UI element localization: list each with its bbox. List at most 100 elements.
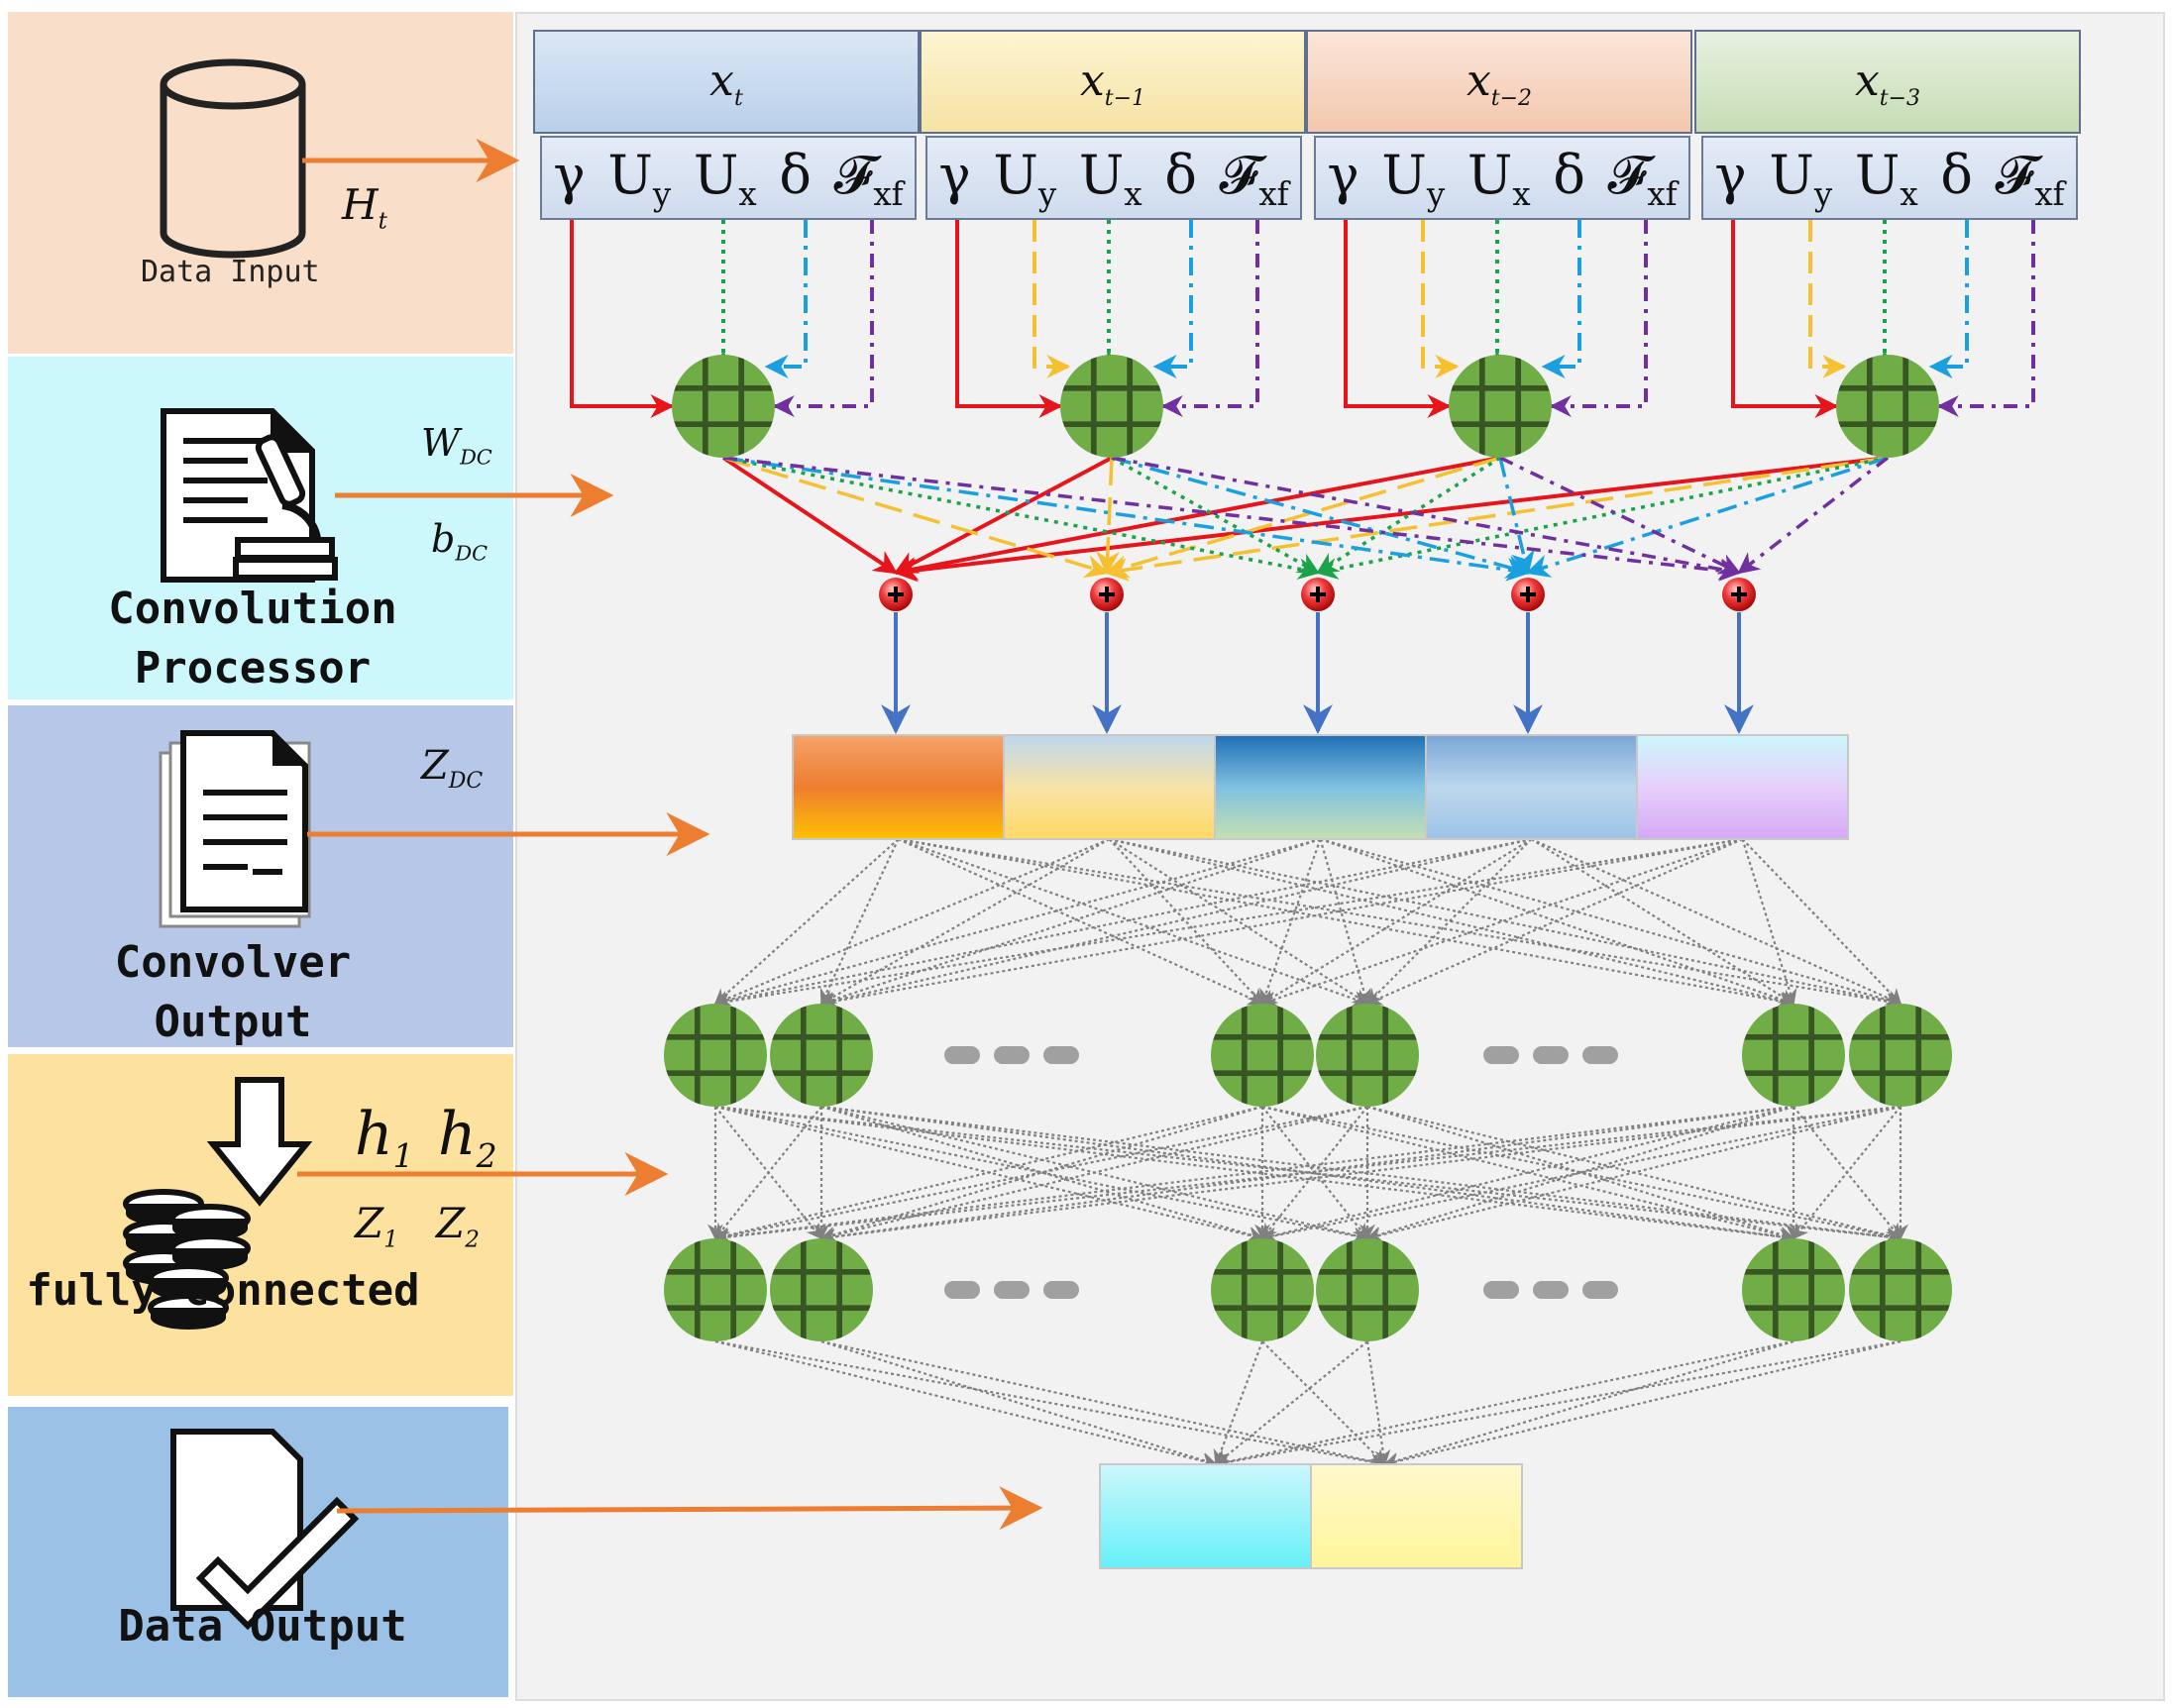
param-base: δ [1553,143,1585,206]
bdc-label: bDC [431,517,489,566]
time-step-sub: t−1 [1104,85,1146,111]
edge-fc0-4-2 [1260,837,1743,1007]
zdc-label: ZDC [421,743,484,794]
ellipsis-1 [1483,1046,1618,1064]
ellipsis-2 [944,1281,1079,1299]
hidden1-node-0 [664,1004,767,1107]
microscope-document-icon [161,408,338,583]
final-output-segment-1 [1310,1463,1523,1569]
edge-gamma-1 [955,220,1063,418]
time-step-header-3: xt−3 [1694,30,2081,134]
param-base: U [1769,143,1814,206]
param-0: γ [938,144,970,213]
conv-output-segment-1 [1003,734,1216,840]
edge-fc0-1-1 [819,838,1111,1005]
edge-delta-2 [1541,220,1581,378]
param-2: Ux [1467,144,1531,213]
edge-f-2 [1549,220,1648,417]
hidden1-node-4 [1742,1004,1845,1107]
param-base: δ [1164,143,1197,206]
edge-fc2-1-0 [820,1339,1218,1468]
param-sub: x [1900,174,1918,213]
nodes [664,355,1952,1569]
ht-label: Ht [342,180,387,235]
edge-fc1-3-0 [713,1105,1368,1243]
param-base: γ [1714,143,1747,206]
hidden1-node-5 [1849,1004,1952,1107]
edge-fc0-1-0 [713,837,1110,1006]
conv-output-segment-3 [1425,734,1638,840]
edge-fc0-4-0 [713,837,1743,1010]
param-sub: x [1512,174,1531,213]
edge-fc1-3-1 [819,1105,1368,1243]
edge-cross-0-3 [722,456,1531,582]
time-step-sub: t−3 [1879,85,1921,111]
edge-fc2-5-1 [1382,1339,1901,1469]
edge-f-1 [1160,220,1259,417]
param-sub: x [738,174,757,213]
edge-cross-3-4 [1737,456,1890,575]
edge-cross-0-2 [722,456,1321,581]
edge-cross-1-3 [1111,456,1531,579]
time-step-sub: t−2 [1490,85,1533,111]
edge-cross-1-0 [893,456,1113,575]
gate-node-1 [1060,355,1163,458]
convolver-output-label: Convolver Output [114,937,352,1047]
edge-gamma-0 [570,220,675,418]
edge-uy-3 [1808,220,1847,378]
left-icons [123,58,360,1631]
database-icon [160,58,306,259]
param-base: U [1381,143,1427,206]
edge-fc0-0-1 [819,838,900,1006]
gate-node-0 [672,355,775,458]
time-step-base: x [1466,55,1491,106]
time-step-header-1: xt−1 [920,30,1306,134]
data-output-label: Data Output [118,1601,407,1652]
hidden1-node-1 [770,1004,873,1107]
param-base: U [607,143,653,206]
edge-cross-0-1 [722,456,1110,579]
gate-node-2 [1449,355,1552,458]
edge-fc0-0-0 [713,838,900,1006]
edge-fc1-5-1 [819,1105,1901,1245]
param-4: 𝓕xf [834,144,904,213]
edge-fc0-3-1 [819,837,1532,1009]
document-check-icon [170,1429,360,1631]
edge-cross-3-0 [893,456,1889,583]
sum-node-1 [1090,578,1124,611]
coins-download-icon [123,1077,313,1330]
edge-cross-2-4 [1499,456,1741,575]
param-4: 𝓕xf [1996,144,2065,213]
param-2: Ux [1855,144,1918,213]
edge-fc0-2-1 [819,837,1321,1008]
edge-f-0 [772,220,874,417]
conv-output-segment-4 [1636,734,1849,840]
edge-cross-3-2 [1315,456,1889,580]
edge-cross-2-3 [1498,457,1535,576]
hidden1-node-3 [1316,1004,1419,1107]
conv-output-segment-2 [1214,734,1427,840]
sum-node-0 [879,578,913,611]
time-step-header-0: xt [533,30,920,134]
hidden1-node-2 [1211,1004,1314,1107]
param-1: Uy [993,144,1056,213]
edge-delta-1 [1152,220,1193,378]
param-4: 𝓕xf [1608,144,1678,213]
gate-node-3 [1836,355,1939,458]
z2-label: Z2 [436,1199,480,1253]
param-base: U [1078,143,1125,206]
edges [297,139,2035,1531]
edge-fc2-3-1 [1365,1340,1391,1466]
edge-fc0-4-4 [1741,838,1797,1006]
param-2: Ux [1079,144,1142,213]
hidden2-node-5 [1849,1238,1952,1341]
edge-fc0-4-3 [1365,837,1743,1006]
edge-fc1-1-0 [713,1106,822,1240]
edge-cross-3-3 [1525,456,1889,578]
edge-fc2-0-0 [714,1339,1218,1469]
param-base: γ [553,143,586,206]
